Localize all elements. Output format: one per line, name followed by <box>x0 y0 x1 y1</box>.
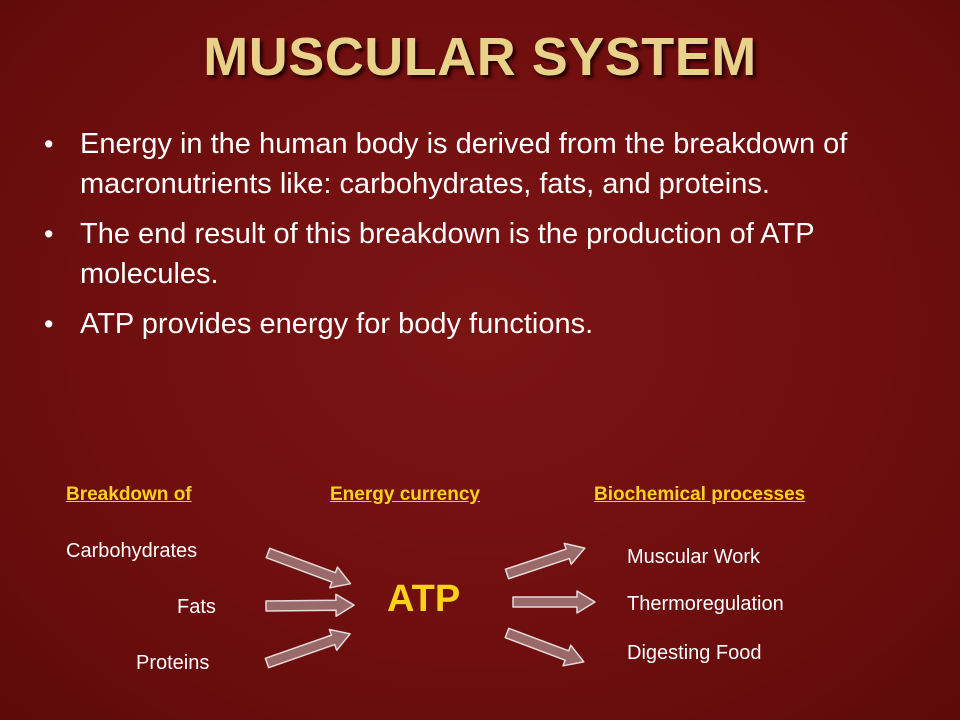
slide-title: MUSCULAR SYSTEM <box>203 27 757 87</box>
header-breakdown: Breakdown of <box>66 484 192 505</box>
arrow-atp-to-digesting-food <box>504 627 585 667</box>
input-fats: Fats <box>177 596 216 618</box>
arrow-atp-to-muscular-work <box>504 542 586 580</box>
arrow-fats-to-atp <box>265 593 355 618</box>
output-muscular-work: Muscular Work <box>627 546 760 568</box>
header-energy-currency: Energy currency <box>330 484 480 505</box>
bullet-list: Energy in the human body is derived from… <box>44 124 914 354</box>
input-carbohydrates: Carbohydrates <box>66 540 198 562</box>
arrow-carbohydrates-to-atp <box>265 547 352 589</box>
input-proteins: Proteins <box>136 652 210 674</box>
atp-label: ATP <box>387 578 461 620</box>
arrow-atp-to-thermoregulation <box>512 590 596 614</box>
arrow-proteins-to-atp <box>264 628 351 669</box>
output-thermoregulation: Thermoregulation <box>627 593 784 615</box>
header-biochemical-processes: Biochemical processes <box>594 484 806 505</box>
bullet-atp-function: ATP provides energy for body functions. <box>44 304 914 344</box>
bullet-energy-source: Energy in the human body is derived from… <box>44 124 914 204</box>
bullet-atp-production: The end result of this breakdown is the … <box>44 214 914 294</box>
output-digesting-food: Digesting Food <box>627 642 762 664</box>
